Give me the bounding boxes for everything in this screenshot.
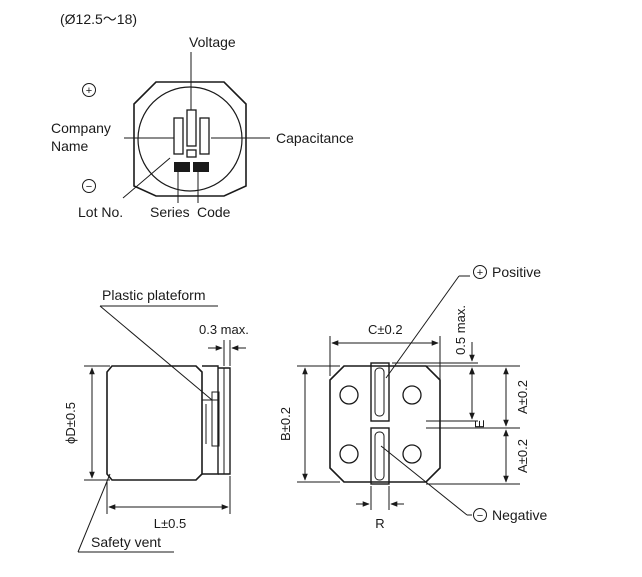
mounting-hole-bottom-left [339,444,359,464]
side-view: Plastic plateform 0.3 max. ϕD±0.5 L±0.5 … [63,287,249,553]
company-name-label-line1: Company [51,120,111,136]
svg-text:+: + [86,85,92,97]
mounting-hole-top-left [339,385,359,405]
side-view-body [106,365,203,481]
series-code-bar-left [174,162,190,172]
b-dimension-label: B±0.2 [278,407,293,441]
small-mark [186,149,197,158]
top-view-body [133,81,247,197]
diameter-label: ϕD±0.5 [63,402,78,444]
positive-label: Positive [492,264,541,280]
a-dimension-top-label: A±0.2 [515,380,530,414]
negative-label: Negative [492,507,547,523]
r-dimension-label: R [375,516,384,531]
c-dimension-label: C±0.2 [368,322,403,337]
plus-circle-icon [82,83,96,97]
company-name-label-line2: Name [51,138,89,154]
positive-circle-icon [473,265,487,279]
top-view: + − Voltage Company Name Capacitance Lot… [51,34,354,220]
safety-vent-label: Safety vent [91,534,161,550]
max-03-label: 0.3 max. [199,322,249,337]
length-label: L±0.5 [154,516,186,531]
bottom-view-base [329,365,441,483]
a-dimension-bottom-label: A±0.2 [515,439,530,473]
svg-text:+: + [477,267,483,279]
negative-circle-icon [473,508,487,522]
plastic-plateform-label: Plastic plateform [102,287,205,303]
negative-terminal [370,427,390,485]
bottom-view: C±0.2 B±0.2 0.5 max. E A±0.2 A±0.2 R [278,264,547,531]
series-label: Series [150,204,190,220]
top-view-can-outline [137,86,243,192]
positive-terminal [370,362,390,422]
capacitance-label: Capacitance [276,130,354,146]
series-code-bar-right [193,162,209,172]
lot-no-label: Lot No. [78,204,123,220]
max-05-label: 0.5 max. [453,305,468,355]
size-range-title: (Ø12.5～18) [60,11,137,27]
voltage-mark [186,109,197,147]
capacitance-mark [173,117,184,155]
svg-text:−: − [477,510,483,522]
plastic-platform [202,365,219,475]
svg-text:−: − [86,181,92,193]
mounting-hole-top-right [402,385,422,405]
voltage-label: Voltage [189,34,236,50]
capacitance-mark-right [199,117,210,155]
code-label: Code [197,204,231,220]
mounting-hole-bottom-right [402,444,422,464]
e-dimension-label: E [472,419,487,428]
minus-circle-icon [82,179,96,193]
